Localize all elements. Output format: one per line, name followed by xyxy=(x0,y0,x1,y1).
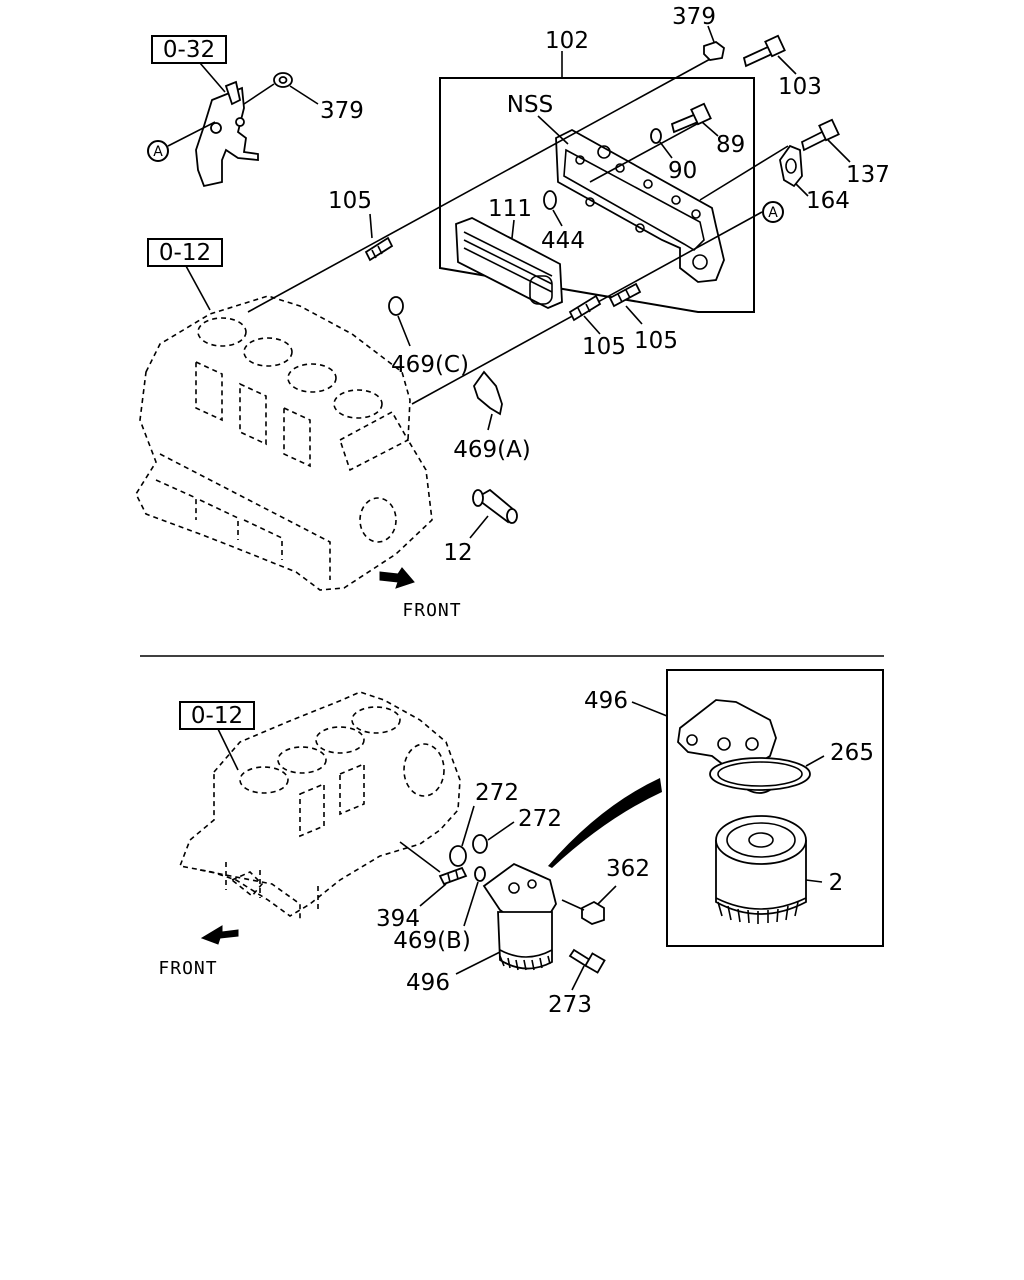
marker-a-left: A xyxy=(147,121,216,162)
stud-105-left xyxy=(364,213,394,262)
svg-text:A: A xyxy=(768,205,778,221)
front-label-top: FRONT xyxy=(402,600,461,621)
cooler-element-111 xyxy=(455,217,563,309)
oil-cooler-cover xyxy=(555,128,725,283)
callout-103: 103 xyxy=(778,74,822,100)
callout-105-mid: 105 xyxy=(582,334,626,360)
callout-102: 102 xyxy=(545,28,589,54)
svg-text:A: A xyxy=(153,144,163,160)
bolt-137 xyxy=(800,118,851,163)
callout-164: 164 xyxy=(806,188,850,214)
gasket-265 xyxy=(709,755,825,791)
leader-379-top xyxy=(247,57,713,313)
callout-nss: NSS xyxy=(507,92,553,118)
ref-thermostat-label: 0-32 xyxy=(163,37,215,63)
cooler-assembly-box xyxy=(439,77,755,313)
callout-89: 89 xyxy=(716,132,745,158)
cylinder-block-top xyxy=(135,295,433,591)
thermostat-housing xyxy=(195,80,259,188)
bolt-273 xyxy=(568,948,606,991)
o-ring-469b xyxy=(474,866,486,882)
callout-272a: 272 xyxy=(475,780,519,806)
o-ring-272a xyxy=(449,845,467,867)
marker-a-right: A xyxy=(762,201,784,223)
stud-394 xyxy=(399,841,468,907)
callout-379-top: 379 xyxy=(672,4,716,30)
nut-362 xyxy=(561,885,617,925)
front-arrow-bottom xyxy=(200,925,239,945)
o-ring-272b xyxy=(472,834,488,854)
callout-105-right: 105 xyxy=(634,328,678,354)
callout-362: 362 xyxy=(606,856,650,882)
nut-379-top xyxy=(703,25,725,61)
callout-496-detail: 496 xyxy=(584,688,628,714)
callout-265: 265 xyxy=(830,740,874,766)
ref-box-block-top: 0-12 xyxy=(147,238,223,311)
ref-block-top-label: 0-12 xyxy=(159,240,211,266)
bolt-103 xyxy=(742,34,797,75)
filter-cartridge-2 xyxy=(715,815,823,924)
callout-111: 111 xyxy=(488,196,532,222)
bolt-89 xyxy=(670,102,719,137)
nut-379-left xyxy=(243,72,319,105)
stud-105-right xyxy=(608,282,643,325)
callout-469a: 469(A) xyxy=(453,437,531,463)
ref-box-block-bottom: 0-12 xyxy=(179,701,255,771)
washer-90 xyxy=(650,128,662,144)
callout-469c: 469(C) xyxy=(391,352,469,378)
gasket-469a xyxy=(473,370,503,416)
stud-105-mid xyxy=(568,294,602,335)
callout-90: 90 xyxy=(668,158,697,184)
callout-137: 137 xyxy=(846,162,890,188)
detail-box xyxy=(666,669,884,947)
cylinder-block-bottom xyxy=(178,691,461,920)
callout-444: 444 xyxy=(541,228,585,254)
ref-block-bottom-label: 0-12 xyxy=(191,703,243,729)
callout-272b: 272 xyxy=(518,806,562,832)
ref-box-thermostat: 0-32 xyxy=(151,35,227,93)
o-ring-469c xyxy=(388,296,404,316)
callout-2: 2 xyxy=(829,870,844,896)
o-ring-444 xyxy=(543,190,557,210)
fitting-12 xyxy=(469,488,518,539)
callout-12: 12 xyxy=(443,540,472,566)
gasket-164 xyxy=(779,144,809,197)
callout-379-left: 379 xyxy=(320,98,364,124)
filter-assembly-496 xyxy=(455,862,557,975)
callout-496-small: 496 xyxy=(406,970,450,996)
front-label-bottom: FRONT xyxy=(158,958,217,979)
callout-394: 394 xyxy=(376,906,420,932)
front-arrow-top xyxy=(379,567,415,589)
detail-callout-wedge xyxy=(548,778,662,868)
callout-105-left: 105 xyxy=(328,188,372,214)
callout-469b: 469(B) xyxy=(393,928,471,954)
callout-273: 273 xyxy=(548,992,592,1018)
